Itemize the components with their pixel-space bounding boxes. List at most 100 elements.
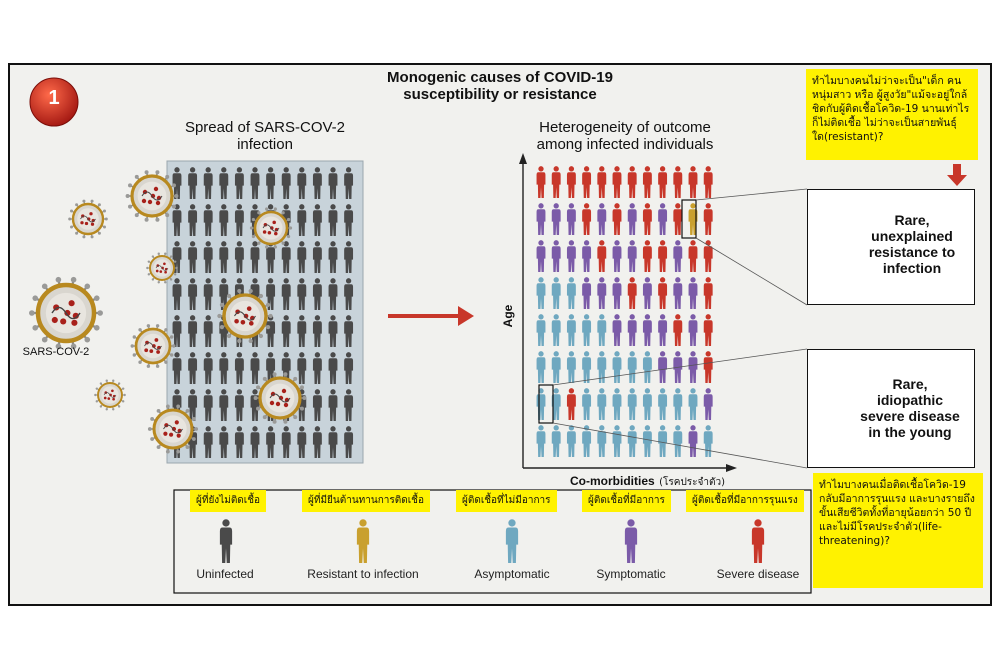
uninfected-person <box>328 389 338 421</box>
legend-tag-uninfected: ผู้ที่ยังไม่ติดเชื้อ <box>190 490 267 512</box>
symptomatic-person <box>703 388 713 420</box>
uninfected-person <box>172 315 182 347</box>
severe-person <box>703 203 713 235</box>
legend-label-asymptomatic: Asymptomatic <box>474 567 550 581</box>
asymptomatic-person <box>566 314 576 346</box>
symptomatic-person <box>566 240 576 272</box>
uninfected-person <box>250 389 260 421</box>
uninfected-person <box>250 352 260 384</box>
symptomatic-person <box>627 240 637 272</box>
asymptomatic-person <box>536 425 546 457</box>
severe-person <box>642 240 652 272</box>
severe-person <box>703 166 713 198</box>
symptomatic-person <box>688 277 698 309</box>
severe-person <box>551 166 561 198</box>
callout-resistant-line2: unexplained <box>871 228 953 244</box>
uninfected-person <box>203 426 213 458</box>
symptomatic-person <box>536 240 546 272</box>
severe-person <box>612 166 622 198</box>
uninfected-person <box>297 167 307 199</box>
severe-person <box>597 240 607 272</box>
asymptomatic-person <box>658 425 668 457</box>
legend-figure-uninfected <box>219 519 233 563</box>
uninfected-person <box>344 204 354 236</box>
callout-resistant: Rare, unexplained resistance to infectio… <box>807 189 975 305</box>
callout-severe: Rare, idiopathic severe disease in the y… <box>807 349 975 468</box>
uninfected-person <box>250 241 260 273</box>
callout-severe-line4: in the young <box>868 424 952 440</box>
uninfected-person <box>344 315 354 347</box>
severe-person <box>658 166 668 198</box>
severe-person <box>703 277 713 309</box>
asymptomatic-person <box>551 351 561 383</box>
uninfected-person <box>203 204 213 236</box>
symptomatic-person <box>627 203 637 235</box>
asymptomatic-person <box>551 314 561 346</box>
asymptomatic-person <box>627 425 637 457</box>
asymptomatic-person <box>551 425 561 457</box>
legend-figure-resistant <box>356 519 370 563</box>
uninfected-person <box>234 352 244 384</box>
uninfected-person <box>266 426 276 458</box>
badge-number: 1 <box>48 87 60 109</box>
uninfected-person <box>297 278 307 310</box>
outcome-axes <box>519 153 737 472</box>
uninfected-person <box>328 241 338 273</box>
symptomatic-person <box>642 314 652 346</box>
symptomatic-person <box>536 203 546 235</box>
uninfected-person <box>234 389 244 421</box>
asymptomatic-person <box>597 388 607 420</box>
uninfected-person <box>312 389 322 421</box>
uninfected-person <box>188 352 198 384</box>
uninfected-person <box>312 278 322 310</box>
asymptomatic-person <box>642 351 652 383</box>
legend-figure-symptomatic <box>624 519 638 563</box>
symptomatic-person <box>658 314 668 346</box>
symptomatic-person <box>688 425 698 457</box>
asymptomatic-person <box>627 388 637 420</box>
callout-severe-line1: Rare, <box>892 376 928 392</box>
uninfected-person <box>297 352 307 384</box>
severe-person <box>688 166 698 198</box>
spread-heading-line2: infection <box>237 136 293 153</box>
uninfected-person <box>281 278 291 310</box>
severe-person <box>642 203 652 235</box>
legend-tag-severe: ผู้ติดเชื้อที่มีอาการรุนแรง <box>686 490 804 512</box>
callout-resistant-line4: infection <box>882 260 942 276</box>
uninfected-person <box>188 315 198 347</box>
asymptomatic-person <box>582 351 592 383</box>
legend-label-uninfected: Uninfected <box>196 567 254 581</box>
resistant-highlight-box <box>681 199 697 239</box>
severe-person <box>673 203 683 235</box>
outcome-heading: Heterogeneity of outcome among infected … <box>500 119 750 153</box>
severe-person <box>582 203 592 235</box>
uninfected-person <box>203 278 213 310</box>
symptomatic-person <box>582 277 592 309</box>
symptomatic-person <box>688 351 698 383</box>
uninfected-person <box>219 389 229 421</box>
symptomatic-person <box>551 203 561 235</box>
asymptomatic-person <box>582 425 592 457</box>
virus-group <box>29 170 307 454</box>
symptomatic-person <box>658 203 668 235</box>
virus-label: SARS-COV-2 <box>22 346 90 358</box>
uninfected-person <box>297 241 307 273</box>
asymptomatic-person <box>658 388 668 420</box>
uninfected-person <box>312 315 322 347</box>
asymptomatic-person <box>597 425 607 457</box>
uninfected-person <box>172 352 182 384</box>
severe-person <box>673 314 683 346</box>
uninfected-person <box>328 167 338 199</box>
legend-tag-resistant: ผู้ที่มียีนต้านทานการติดเชื้อ <box>302 490 430 512</box>
uninfected-person <box>250 167 260 199</box>
asymptomatic-person <box>688 388 698 420</box>
uninfected-person <box>312 426 322 458</box>
symptomatic-person <box>673 277 683 309</box>
asymptomatic-person <box>551 277 561 309</box>
uninfected-person <box>344 389 354 421</box>
uninfected-person <box>297 204 307 236</box>
virus-particle <box>94 379 126 411</box>
uninfected-person <box>219 241 229 273</box>
virus-particle <box>147 404 199 454</box>
main-title: Monogenic causes of COVID-19 susceptibil… <box>340 69 660 103</box>
